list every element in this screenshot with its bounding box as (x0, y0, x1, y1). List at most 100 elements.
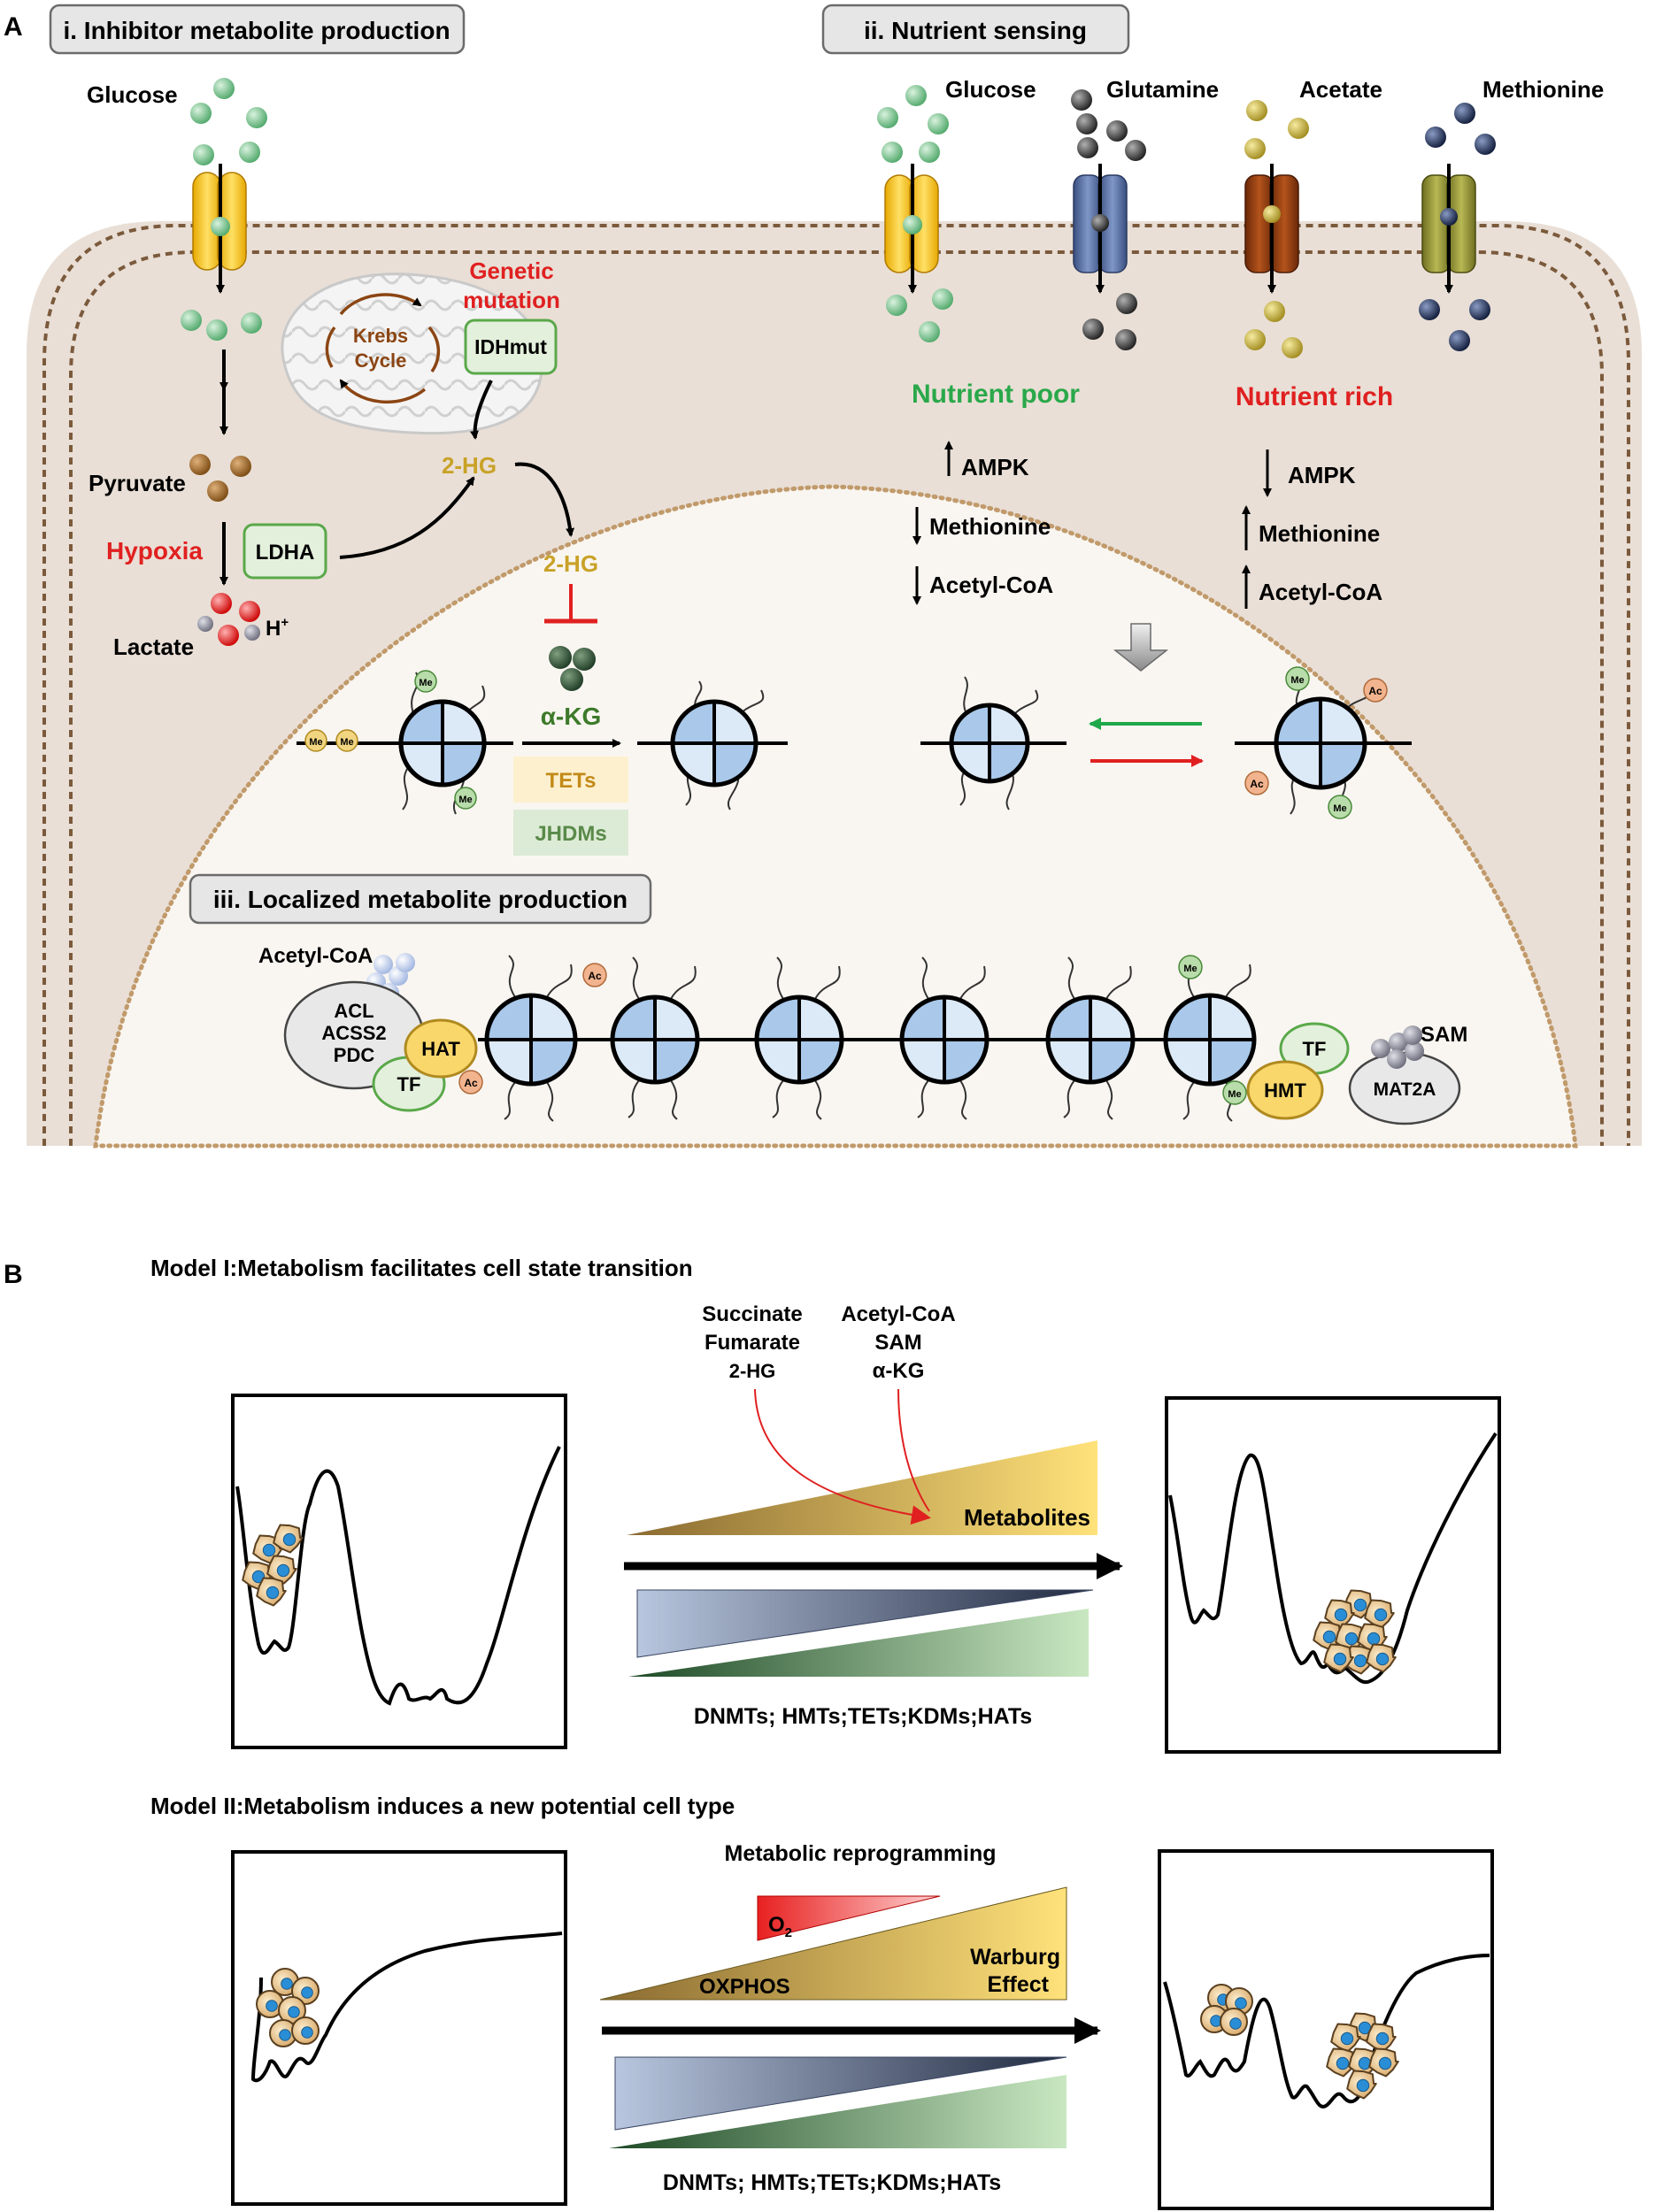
hat-enzyme: HAT (404, 1018, 478, 1079)
panel-a-letter: A (4, 12, 23, 42)
metabolites-label: Metabolites (964, 1504, 1090, 1531)
m1-right-list-2: α-KG (873, 1359, 925, 1383)
mat2a-enzyme: MAT2A (1348, 1051, 1461, 1125)
ns-glutamine-label: Glutamine (1106, 76, 1219, 103)
nucleosome-demethylated (637, 680, 788, 810)
m1-left-list-2: 2-HG (729, 1360, 776, 1382)
m1-metabolites-wedge (627, 1440, 1097, 1535)
m2-metabolism-wedge (599, 1886, 1067, 2001)
cell-membrane-outer (42, 224, 1630, 1146)
warburg-label-1: Warburg (970, 1945, 1060, 1970)
svg-text:Ac: Ac (1368, 685, 1382, 697)
lactate-label: Lactate (113, 634, 194, 660)
idhmut-box: IDHmut (464, 319, 558, 375)
cell (1366, 2023, 1397, 2053)
section-iii-label: iii. Localized metabolite production (213, 886, 628, 913)
2hg-to-nucleus-arrow (514, 462, 575, 537)
model2-title: Model II:Metabolism induces a new potent… (150, 1793, 735, 1819)
svg-text:PDC: PDC (334, 1044, 375, 1066)
cell (1368, 2047, 1399, 2078)
section-i-label: i. Inhibitor metabolite production (63, 17, 450, 44)
svg-text:Acetyl-CoA: Acetyl-CoA (929, 572, 1053, 598)
nucleosome-icon (1163, 955, 1257, 1122)
chromatin-nucleosomes (484, 955, 1257, 1122)
ldha-to-2hg-arrow (339, 476, 475, 559)
cell (278, 1996, 306, 2024)
svg-text:TF: TF (397, 1073, 421, 1095)
sam-label: SAM (1421, 1023, 1467, 1047)
down-arrow-icon (1113, 623, 1169, 672)
cell-cluster-icon (1313, 1589, 1397, 1675)
nucleosome-modified: Me Ac Ac Me (1235, 666, 1412, 819)
krebs-cycle-icon (325, 293, 441, 404)
svg-text:Ac: Ac (464, 1077, 478, 1089)
svg-text:Me: Me (1333, 803, 1346, 814)
svg-text:Me: Me (458, 795, 472, 805)
warburg-label-2: Effect (988, 1972, 1050, 1997)
cell (1220, 2008, 1248, 2036)
lactate-molecules (197, 593, 260, 646)
sam-molecules (1371, 1025, 1424, 1069)
ac-mark-left (458, 1070, 483, 1094)
m1-enzymes-label: DNMTs; HMTs;TETs;KDMs;HATs (694, 1704, 1032, 1729)
model1-title: Model I:Metabolism facilitates cell stat… (150, 1255, 693, 1281)
jhdms-box: JHDMs (513, 810, 628, 856)
ldha-box: LDHA (243, 523, 327, 580)
svg-text:Acetyl-CoA: Acetyl-CoA (1259, 579, 1382, 605)
glucose-label: Glucose (87, 81, 178, 108)
m2-enzymes-label: DNMTs; HMTs;TETs;KDMs;HATs (663, 2170, 1001, 2195)
genetic-label-1: Genetic (469, 257, 553, 284)
cell-cluster-icon (1326, 2012, 1399, 2100)
hplus-label: H+ (266, 615, 289, 641)
svg-text:MAT2A: MAT2A (1374, 1079, 1436, 1100)
rich-changes: AMPK Methionine Acetyl-CoA (1242, 449, 1382, 609)
svg-text:Methionine: Methionine (1259, 520, 1380, 547)
ns-glutamine-transporter (1071, 89, 1146, 350)
ldha-label: LDHA (256, 541, 315, 565)
svg-text:AMPK: AMPK (961, 454, 1029, 480)
tets-box: TETs (513, 757, 628, 803)
nucleosome-icon (754, 956, 844, 1120)
akg-molecules (549, 646, 596, 691)
nucleosome-methylated: Me Me Me Me (296, 670, 513, 815)
o2-wedge (757, 1895, 941, 1941)
cell-membrane-inner (69, 250, 1604, 1146)
m1-left-list-1: Fumarate (705, 1331, 800, 1355)
inhibition-bar (544, 584, 597, 624)
cell (256, 1577, 287, 1607)
pyruvate-label: Pyruvate (89, 470, 186, 496)
nucleosome-icon (610, 956, 700, 1120)
m1-right-list-1: SAM (874, 1331, 921, 1355)
svg-text:Ac: Ac (1250, 778, 1264, 790)
hmt-enzyme: HMT (1246, 1060, 1324, 1120)
svg-text:HMT: HMT (1264, 1079, 1306, 1102)
section-i-label-box: i. Inhibitor metabolite production (49, 4, 466, 55)
cell (1324, 1599, 1355, 1629)
metabolic-reprogramming-label: Metabolic reprogramming (725, 1841, 997, 1866)
cell-cluster-icon (1200, 1984, 1253, 2036)
m1-left-landscape-curve (235, 1446, 561, 1706)
me-mark-chromatin (1178, 955, 1203, 979)
nucleus (93, 484, 1578, 1148)
poor-changes: AMPK Methionine Acetyl-CoA (913, 441, 1053, 605)
svg-text:Ac: Ac (588, 970, 602, 982)
cell (266, 1555, 297, 1585)
cell (273, 1524, 304, 1554)
cell (1366, 1643, 1397, 1673)
m1-erasers-wedge (628, 1609, 1089, 1677)
svg-text:AMPK: AMPK (1288, 462, 1356, 488)
m1-red-arrow-left (754, 1388, 931, 1525)
svg-text:ACL: ACL (334, 1000, 373, 1022)
m1-right-landscape-box (1165, 1396, 1501, 1754)
m2-left-landscape-curve (250, 1932, 563, 2083)
pyruvate-molecules (189, 454, 251, 502)
ns-acetate-transporter (1244, 100, 1309, 358)
tets-label: TETs (546, 769, 597, 793)
ns-methionine-label: Methionine (1482, 76, 1604, 103)
oxphos-label: OXPHOS (699, 1975, 790, 1999)
ac-mark-chromatin (582, 963, 607, 987)
svg-text:Me: Me (1183, 964, 1197, 974)
nucleosome-icon (899, 956, 990, 1120)
section-iii-label-box: iii. Localized metabolite production (189, 873, 652, 925)
